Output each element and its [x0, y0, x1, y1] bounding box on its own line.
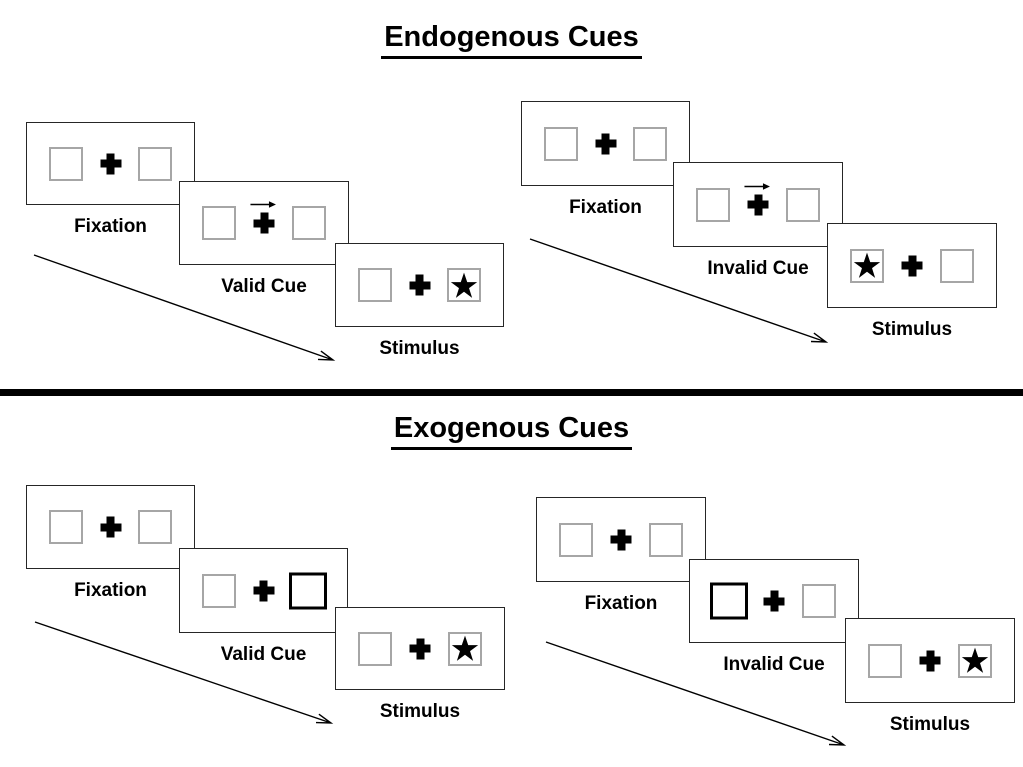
screen-fixation: [521, 101, 690, 186]
plus-icon: [409, 638, 431, 659]
section-title-text: Endogenous Cues: [381, 21, 642, 59]
screen-label: Invalid Cue: [723, 654, 825, 675]
left-box: [559, 522, 593, 557]
left-box: [868, 643, 902, 678]
right-box-cue: [289, 572, 327, 609]
screen-label: Stimulus: [889, 714, 971, 735]
right-box: [633, 126, 667, 161]
screen-label: Fixation: [74, 216, 147, 237]
screen-fixation: [26, 485, 195, 569]
right-box: [786, 187, 820, 222]
plus-icon: [100, 153, 121, 174]
screen-label: Valid Cue: [221, 276, 307, 297]
section-divider: [0, 389, 1023, 396]
exogenous-section-title: Exogenous Cues: [0, 412, 1023, 450]
screen-stimulus: [827, 223, 997, 308]
plus-icon: [253, 580, 274, 601]
right-box: [958, 643, 992, 678]
screen-stimulus: [335, 243, 504, 327]
right-box: [940, 248, 974, 283]
screen-fixation: [536, 497, 706, 582]
endogenous-section-title: Endogenous Cues: [0, 21, 1023, 59]
section-title-text: Exogenous Cues: [390, 412, 633, 450]
left-box: [358, 268, 392, 302]
screen-label: Stimulus: [379, 701, 461, 722]
star-icon: [451, 635, 479, 661]
right-box: [447, 268, 481, 302]
right-box: [292, 206, 326, 240]
left-box: [358, 631, 392, 666]
star-icon: [853, 252, 881, 278]
star-icon: [961, 647, 989, 673]
screen-invalid-cue: [673, 162, 843, 247]
right-box: [138, 510, 172, 544]
screen-label: Invalid Cue: [707, 258, 809, 279]
screen-valid-cue: [179, 181, 349, 265]
timeline-arrow: [34, 621, 334, 724]
left-box: [49, 510, 83, 544]
left-box: [202, 206, 236, 240]
screen-label: Stimulus: [379, 338, 460, 359]
arrow-right-icon: [250, 201, 276, 208]
left-box: [696, 187, 730, 222]
left-box: [49, 146, 83, 181]
screen-label: Fixation: [569, 197, 642, 218]
screen-fixation: [26, 122, 195, 205]
plus-icon: [901, 255, 923, 276]
plus-icon: [100, 516, 121, 538]
screen-stimulus: [845, 618, 1015, 703]
plus-icon: [595, 133, 616, 154]
plus-icon: [763, 590, 785, 612]
timeline-arrow: [33, 254, 336, 361]
screen-label: Valid Cue: [220, 644, 307, 665]
screen-label: Stimulus: [871, 319, 953, 340]
screen-label: Fixation: [74, 580, 147, 601]
screen-stimulus: [335, 607, 505, 690]
cue-arrow: [744, 181, 770, 191]
left-box: [202, 573, 236, 608]
star-icon: [450, 272, 478, 298]
timeline-arrow: [529, 238, 829, 343]
left-box: [850, 248, 884, 283]
plus-icon: [253, 212, 275, 234]
left-box: [544, 126, 578, 161]
plus-icon: [747, 194, 769, 215]
plus-icon: [919, 650, 941, 671]
left-box-cue: [710, 582, 748, 620]
right-box: [138, 146, 172, 181]
plus-icon: [610, 529, 632, 550]
screen-invalid-cue: [689, 559, 859, 643]
plus-icon: [409, 274, 430, 296]
cue-arrow: [250, 199, 276, 209]
screen-valid-cue: [179, 548, 348, 633]
arrow-right-icon: [744, 182, 770, 190]
right-box: [649, 522, 683, 557]
right-box: [448, 631, 482, 666]
right-box: [802, 584, 836, 618]
screen-label: Fixation: [584, 593, 658, 614]
